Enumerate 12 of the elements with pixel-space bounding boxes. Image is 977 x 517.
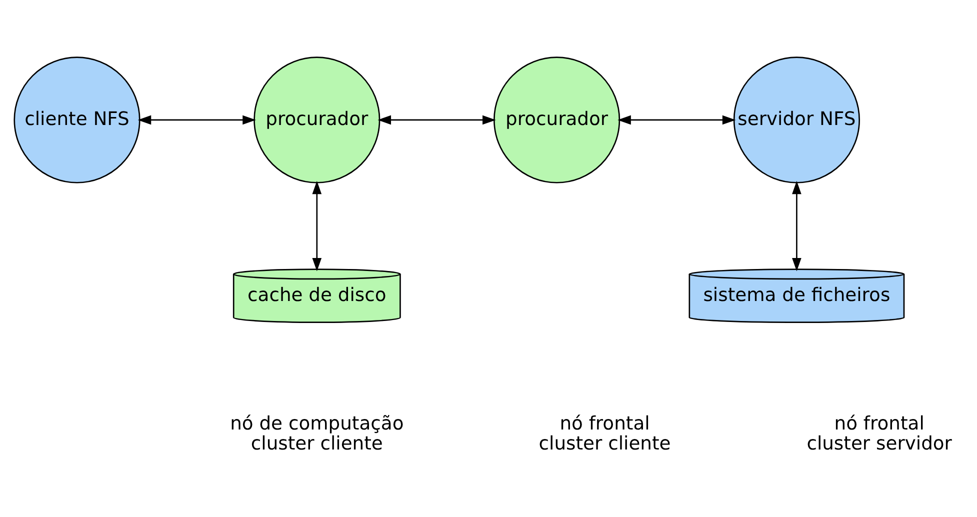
arrow — [618, 115, 736, 125]
label: nó frontal cluster cliente — [538, 413, 671, 454]
node-circle: servidor NFS — [733, 56, 860, 184]
label: nó de computação cluster cliente — [230, 413, 404, 454]
arrow — [138, 115, 256, 125]
arrow — [792, 180, 802, 272]
node-circle: cliente NFS — [14, 56, 140, 184]
arrow — [312, 180, 322, 272]
label: nó frontal cluster servidor — [806, 413, 952, 454]
node-circle: procurador — [254, 56, 380, 184]
arrow — [378, 115, 496, 125]
node-circle: procurador — [494, 56, 620, 184]
